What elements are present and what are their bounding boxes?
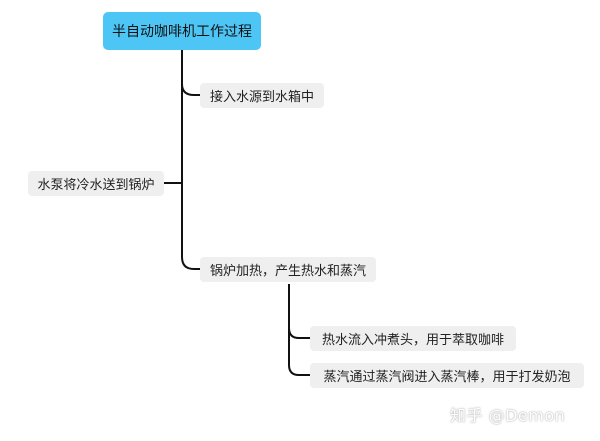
sub-branch-1-label: 热水流入冲煮头，用于萃取咖啡	[321, 333, 504, 348]
root-node[interactable]: 半自动咖啡机工作过程	[103, 12, 261, 50]
branch-2-node[interactable]: 锅炉加热，产生热水和蒸汽	[200, 257, 376, 282]
branch-2-label: 锅炉加热，产生热水和蒸汽	[209, 264, 366, 279]
left-node[interactable]: 水泵将冷水送到锅炉	[28, 171, 164, 196]
branch-1-label: 接入水源到水箱中	[209, 90, 314, 105]
sub-branch-1-node[interactable]: 热水流入冲煮头，用于萃取咖啡	[310, 326, 516, 351]
sub-branch-1-connector	[288, 327, 310, 339]
sub-branch-2-node[interactable]: 蒸汽通过蒸汽阀进入蒸汽棒，用于打发奶泡	[310, 363, 584, 388]
watermark-text: 知乎 @Demon	[450, 406, 566, 425]
root-node-label: 半自动咖啡机工作过程	[112, 24, 252, 40]
sub-trunk-line	[288, 284, 310, 376]
branch-1-connector	[181, 83, 200, 96]
left-node-label: 水泵将冷水送到锅炉	[37, 178, 155, 193]
branch-1-node[interactable]: 接入水源到水箱中	[200, 83, 324, 108]
sub-branch-2-label: 蒸汽通过蒸汽阀进入蒸汽棒，用于打发奶泡	[323, 370, 571, 385]
trunk-line	[181, 50, 200, 270]
